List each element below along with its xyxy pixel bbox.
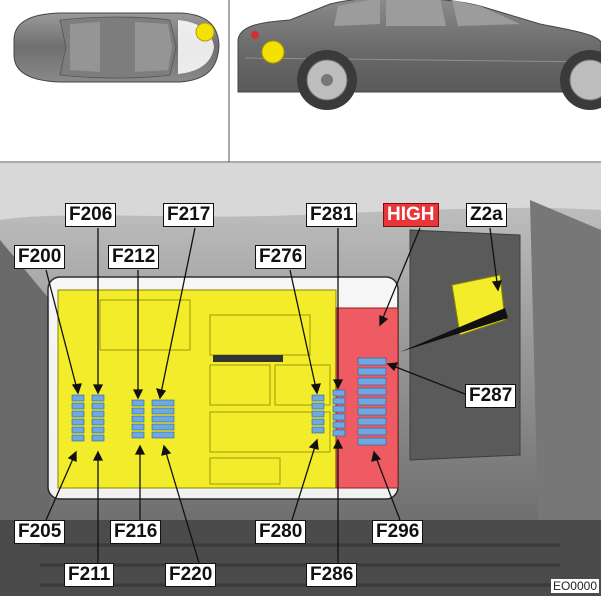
fuse-group-high [357, 357, 387, 446]
fuse-label-f281: F281 [306, 203, 358, 227]
fuse-label-f287: F287 [465, 384, 517, 408]
fuse-label-f220: F220 [165, 563, 217, 587]
fuse-group-left-1 [71, 394, 105, 442]
figure-code: EO0000 [550, 579, 599, 593]
fuse-label-f206: F206 [65, 203, 117, 227]
car-side-view [237, 0, 601, 110]
location-marker-top [195, 22, 215, 42]
car-top-view [13, 12, 220, 83]
leader-lines [45, 227, 502, 567]
fuse-label-f296: F296 [372, 520, 424, 544]
fuse-group-left-2 [131, 399, 175, 439]
fuse-label-f286: F286 [306, 563, 358, 587]
high-voltage-label: HIGH [383, 203, 439, 227]
location-marker-side [261, 40, 285, 64]
fuse-label-f217: F217 [163, 203, 215, 227]
fuse-box [47, 276, 399, 500]
fuse-label-f211: F211 [64, 563, 115, 587]
fuse-label-f276: F276 [255, 245, 307, 269]
fuse-group-right-low [311, 389, 346, 437]
fuse-label-f212: F212 [108, 245, 160, 269]
fuse-label-f200: F200 [14, 245, 66, 269]
z2a-module [400, 274, 508, 352]
component-label-z2a: Z2a [466, 203, 507, 227]
fuse-label-f280: F280 [255, 520, 307, 544]
fuse-label-f205: F205 [14, 520, 66, 544]
fuse-box-low-zone [57, 289, 337, 489]
fuse-label-f216: F216 [110, 520, 162, 544]
